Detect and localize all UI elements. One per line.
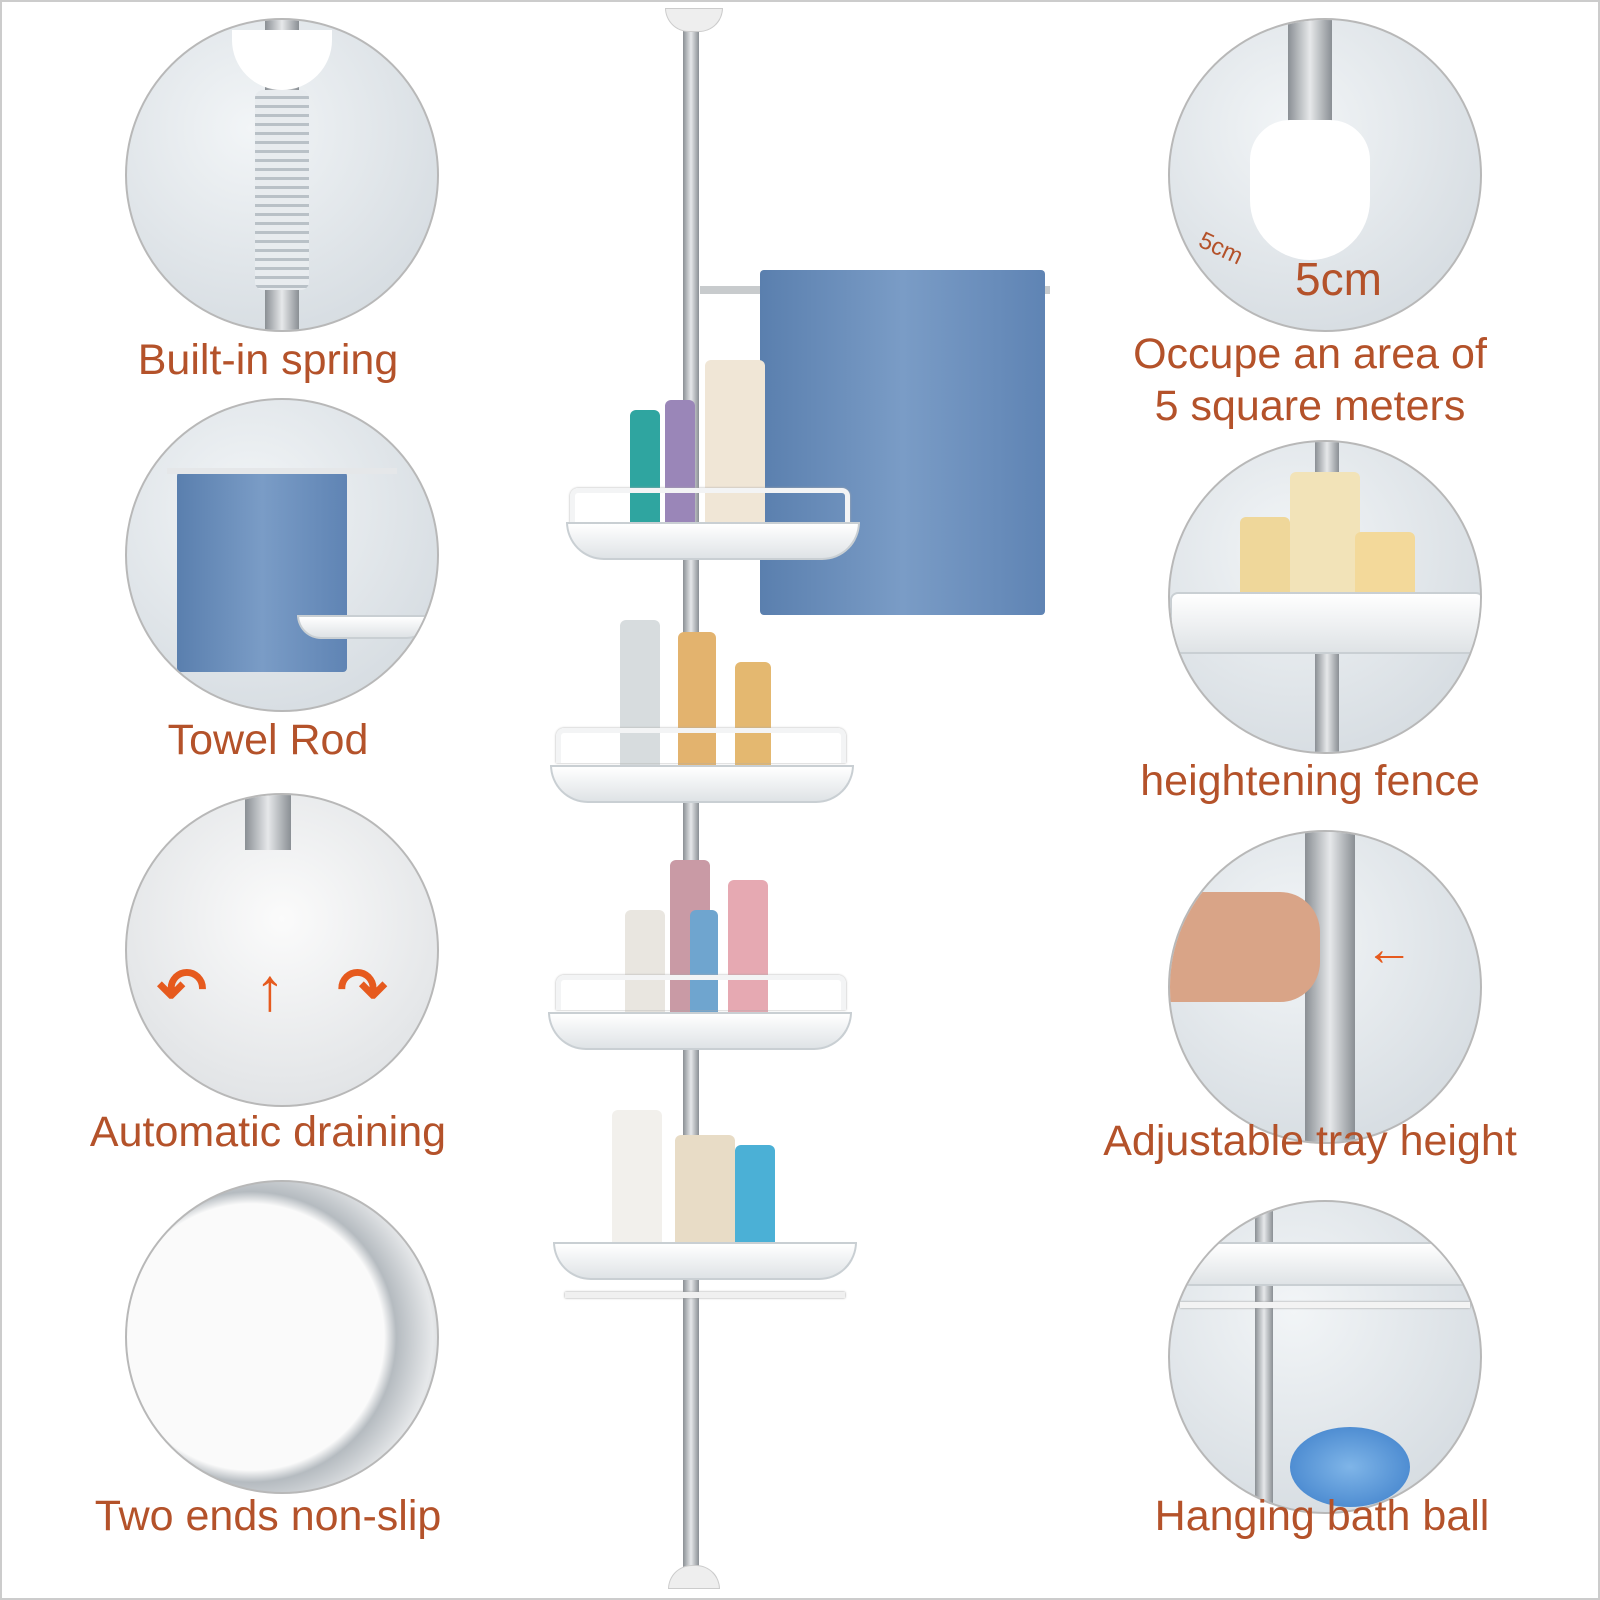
footprint-detail-image: 5cm 5cm <box>1168 18 1482 332</box>
label-hanging-bath-ball: Hanging bath ball <box>1154 1492 1490 1540</box>
fence-detail-image <box>1168 440 1482 754</box>
footprint-annotation-small: 5cm <box>1194 226 1248 271</box>
label-occupy-area-line1: Occupe an area of <box>1133 330 1487 378</box>
label-automatic-draining: Automatic draining <box>89 1108 447 1156</box>
footprint-annotation: 5cm <box>1295 253 1382 305</box>
spring-detail-image <box>125 18 439 332</box>
label-built-in-spring: Built-in spring <box>137 336 399 384</box>
label-two-ends-non-slip: Two ends non-slip <box>94 1492 442 1540</box>
bath-ball-detail-image <box>1168 1200 1482 1514</box>
tray-height-detail-image: ← <box>1168 830 1482 1144</box>
label-occupy-area-line2: 5 square meters <box>1154 382 1466 430</box>
non-slip-detail-image <box>125 1180 439 1494</box>
drain-arrow-left-icon: ↶ <box>157 956 208 1023</box>
drain-arrow-up-icon: ↑ <box>255 956 285 1023</box>
label-occupy-area: Occupe an area of 5 square meters <box>1133 328 1487 432</box>
drain-arrow-right-icon: ↷ <box>337 956 388 1023</box>
label-towel-rod: Towel Rod <box>167 716 369 764</box>
label-heightening-fence: heightening fence <box>1140 757 1480 805</box>
draining-detail-image: ↶ ↑ ↷ <box>125 793 439 1107</box>
label-adjustable-tray-height: Adjustable tray height <box>1103 1117 1517 1165</box>
towel-rod-detail-image <box>125 398 439 712</box>
adjust-arrow-icon: ← <box>1365 923 1413 976</box>
